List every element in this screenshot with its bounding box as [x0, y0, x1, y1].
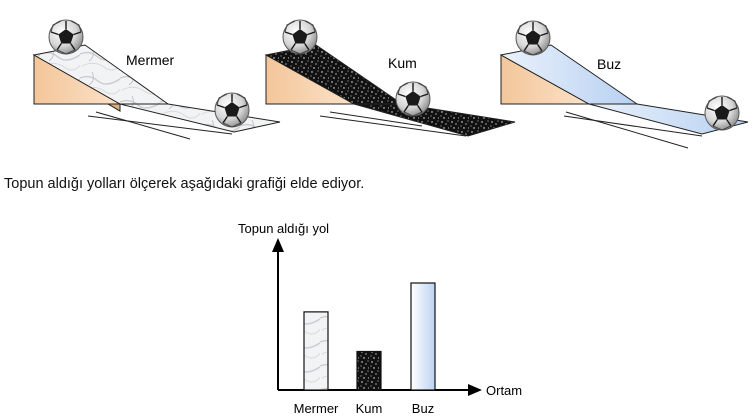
bar-mermer — [303, 311, 329, 391]
y-axis-label: Topun aldığı yol — [238, 221, 329, 236]
bar-chart: Topun aldığı yol Ortam Mermer Kum Buz — [238, 221, 522, 416]
tick-label: Buz — [412, 401, 434, 416]
tick-label: Mermer — [294, 401, 339, 416]
bar-buz — [410, 282, 436, 391]
x-axis-arrow — [468, 384, 482, 396]
ramp-label: Buz — [597, 56, 621, 72]
soccer-ball-icon — [48, 19, 84, 55]
caption-text: Topun aldığı yolları ölçerek aşağıdaki g… — [4, 176, 365, 192]
soccer-ball-icon — [282, 19, 318, 55]
soccer-ball-icon — [214, 92, 250, 128]
tick-label: Kum — [356, 401, 383, 416]
soccer-ball-icon — [704, 95, 740, 131]
ramp-label: Mermer — [126, 52, 175, 68]
y-axis-arrow — [272, 238, 284, 252]
ramp-sand: Kum — [264, 19, 516, 137]
ramp-marble: Mermer — [32, 19, 281, 140]
ramp-ice: Buz — [499, 20, 749, 149]
ramp-label: Kum — [388, 55, 417, 71]
soccer-ball-icon — [515, 20, 551, 56]
x-axis-label: Ortam — [486, 383, 522, 398]
bar-kum — [356, 350, 382, 391]
soccer-ball-icon — [395, 81, 431, 117]
